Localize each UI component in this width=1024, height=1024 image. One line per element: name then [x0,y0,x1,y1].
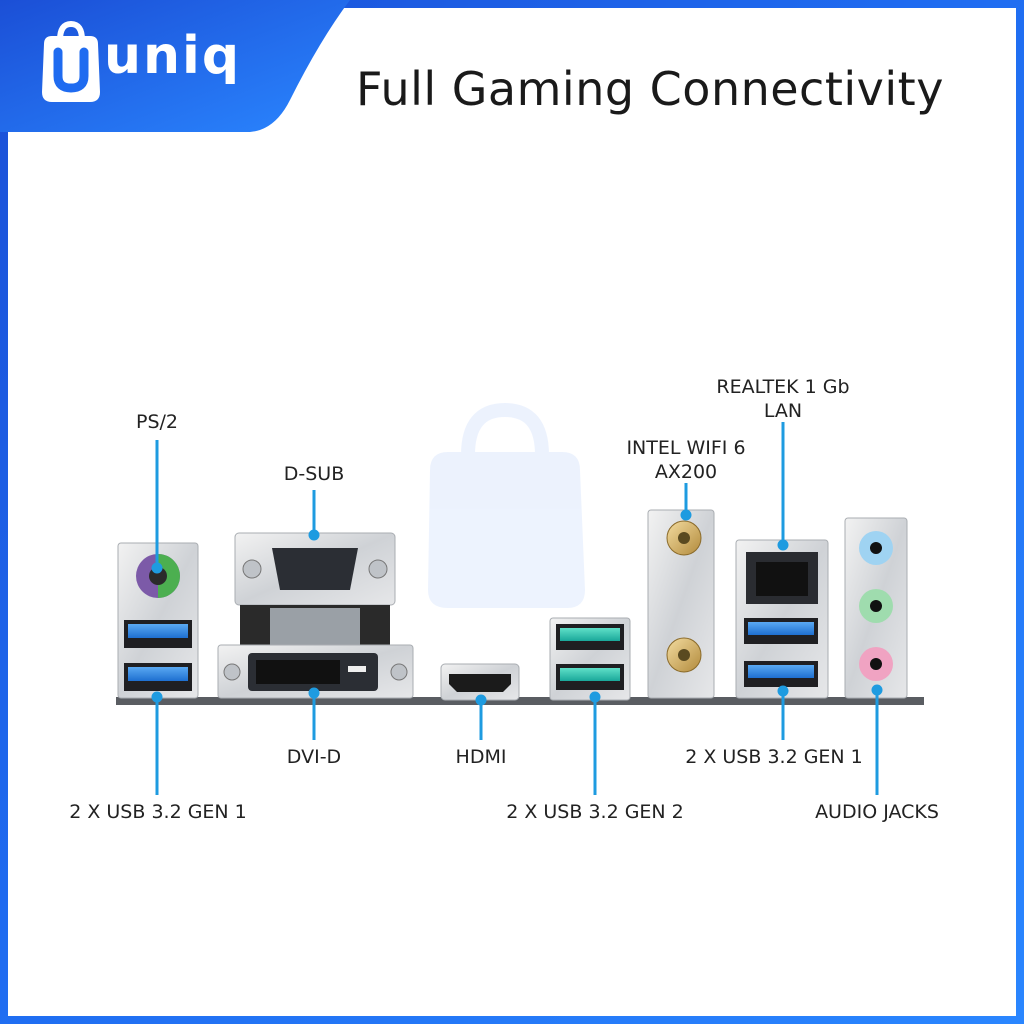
label-d-sub: D-SUB [283,463,345,485]
label-usb-gen2: 2 X USB 3.2 GEN 2 [506,801,684,823]
brand-logo-text: uniq [104,26,242,86]
hdmi-port [440,663,520,701]
label-ps2: PS/2 [135,411,178,433]
usb-gen2-stack [549,617,631,701]
ps2-usb-stack [117,542,199,699]
label-hdmi: HDMI [455,746,507,768]
label-lan-line1: REALTEK 1 Gb [716,376,850,398]
dvi-port [217,644,414,699]
label-wifi: INTEL WIFI 6 AX200 [600,436,772,484]
callout-lines [151,422,883,795]
white-panel [8,8,1016,1016]
label-dvi: DVI-D [286,746,342,768]
page-title: Full Gaming Connectivity [356,62,944,116]
board-edge [116,697,924,705]
label-wifi-line2: AX200 [654,461,718,483]
label-wifi-line1: INTEL WIFI 6 [626,437,746,459]
lan-usb-stack [735,539,829,699]
wifi-antenna-module [647,509,715,699]
audio-jacks [844,517,908,699]
label-usb-left: 2 X USB 3.2 GEN 1 [69,801,247,823]
label-lan-line2: LAN [763,400,803,422]
label-audio: AUDIO JACKS [815,801,939,823]
vga-port [234,532,396,646]
label-lan: REALTEK 1 Gb LAN [693,375,873,423]
label-usb-right: 2 X USB 3.2 GEN 1 [685,746,863,768]
